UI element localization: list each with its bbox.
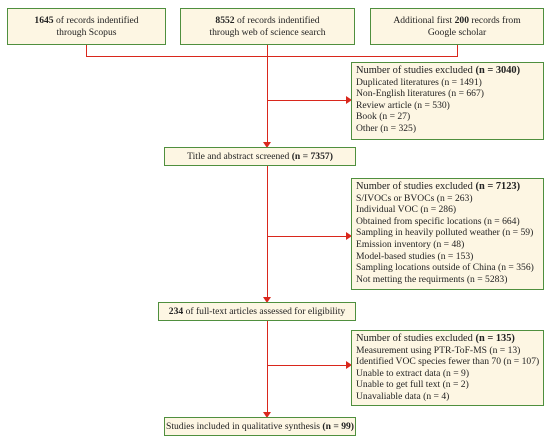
exclusion-item: Not metting the requirments (n = 5283) xyxy=(356,273,508,285)
arrow-down xyxy=(263,142,271,148)
source-box-scopus: 1645 of records indentified through Scop… xyxy=(7,8,166,45)
source-text: of records indentified xyxy=(237,15,320,26)
source-count: 8552 xyxy=(215,15,235,26)
source-text: through Scopus xyxy=(56,26,117,38)
exclusion-item: Non-English literatures (n = 667) xyxy=(356,88,484,100)
exclusion-item: Model-based studies (n = 153) xyxy=(356,250,474,262)
source-text: Google scholar xyxy=(427,26,487,38)
connector-line xyxy=(267,365,348,366)
exclusion-total: (n = 3040) xyxy=(475,65,521,76)
exclusion-item: Duplicated literatures (n = 1491) xyxy=(356,76,482,88)
exclusion-item: Other (n = 325) xyxy=(356,122,417,134)
exclusion-box-3: Number of studies excluded (n = 135) Mea… xyxy=(351,330,544,406)
included-box: Studies included in qualitative synthesi… xyxy=(164,417,356,436)
exclusion-item: Unable to get full text (n = 2) xyxy=(356,379,469,391)
connector-line xyxy=(86,56,458,57)
exclusion-item: Unable to extract data (n = 9) xyxy=(356,367,470,379)
arrow-down xyxy=(263,297,271,303)
screened-label: Title and abstract screened xyxy=(187,151,290,162)
connector-line xyxy=(267,321,268,414)
exclusion-box-2: Number of studies excluded (n = 7123) S/… xyxy=(351,178,544,290)
exclusion-title: Number of studies excluded xyxy=(356,181,473,192)
exclusion-item: Book (n = 27) xyxy=(356,111,411,123)
fulltext-count: 234 xyxy=(168,306,184,317)
exclusion-item: Sampling in heavily polluted weather (n … xyxy=(356,227,534,239)
exclusion-item: S/IVOCs or BVOCs (n = 263) xyxy=(356,192,473,204)
source-text: records from xyxy=(471,15,521,26)
arrow-right xyxy=(346,232,352,240)
exclusion-item: Unavaliable data (n = 4) xyxy=(356,390,450,402)
exclusion-item: Emission inventory (n = 48) xyxy=(356,238,465,250)
source-text: through web of science search xyxy=(209,26,326,38)
source-lead: Additional first xyxy=(393,15,453,26)
exclusion-item: Individual VOC (n = 286) xyxy=(356,204,457,216)
exclusion-box-1: Number of studies excluded (n = 3040) Du… xyxy=(351,62,544,140)
source-box-google-scholar: Additional first 200 records from Google… xyxy=(370,8,544,45)
connector-line xyxy=(267,166,268,298)
exclusion-title: Number of studies excluded xyxy=(356,65,473,76)
exclusion-item: Identified VOC species fewer than 70 (n … xyxy=(356,356,540,368)
source-text: of records indentified xyxy=(56,15,139,26)
connector-line xyxy=(267,100,348,101)
arrow-down xyxy=(263,412,271,418)
exclusion-item: Review article (n = 530) xyxy=(356,99,450,111)
fulltext-box: 234 of full-text articles assessed for e… xyxy=(158,302,356,321)
included-label: Studies included in qualitative synthesi… xyxy=(165,421,320,432)
screened-count: (n = 7357) xyxy=(291,151,333,162)
source-box-web-of-science: 8552 of records indentified through web … xyxy=(180,8,355,45)
arrow-right xyxy=(346,96,352,104)
connector-line xyxy=(86,45,87,57)
exclusion-item: Obtained from specific locations (n = 66… xyxy=(356,215,520,227)
screened-box: Title and abstract screened (n = 7357) xyxy=(164,147,356,166)
exclusion-title: Number of studies excluded xyxy=(356,333,473,344)
exclusion-total: (n = 7123) xyxy=(475,181,521,192)
exclusion-total: (n = 135) xyxy=(475,333,515,344)
connector-line xyxy=(267,236,348,237)
exclusion-item: Sampling locations outside of China (n =… xyxy=(356,262,534,274)
connector-line xyxy=(457,45,458,57)
exclusion-item: Measurement using PTR-ToF-MS (n = 13) xyxy=(356,344,521,356)
source-count: 200 xyxy=(454,15,469,26)
arrow-right xyxy=(346,361,352,369)
source-count: 1645 xyxy=(34,15,54,26)
included-count: (n = 99) xyxy=(322,421,354,432)
fulltext-label: of full-text articles assessed for eligi… xyxy=(185,306,346,317)
connector-line xyxy=(267,45,268,143)
